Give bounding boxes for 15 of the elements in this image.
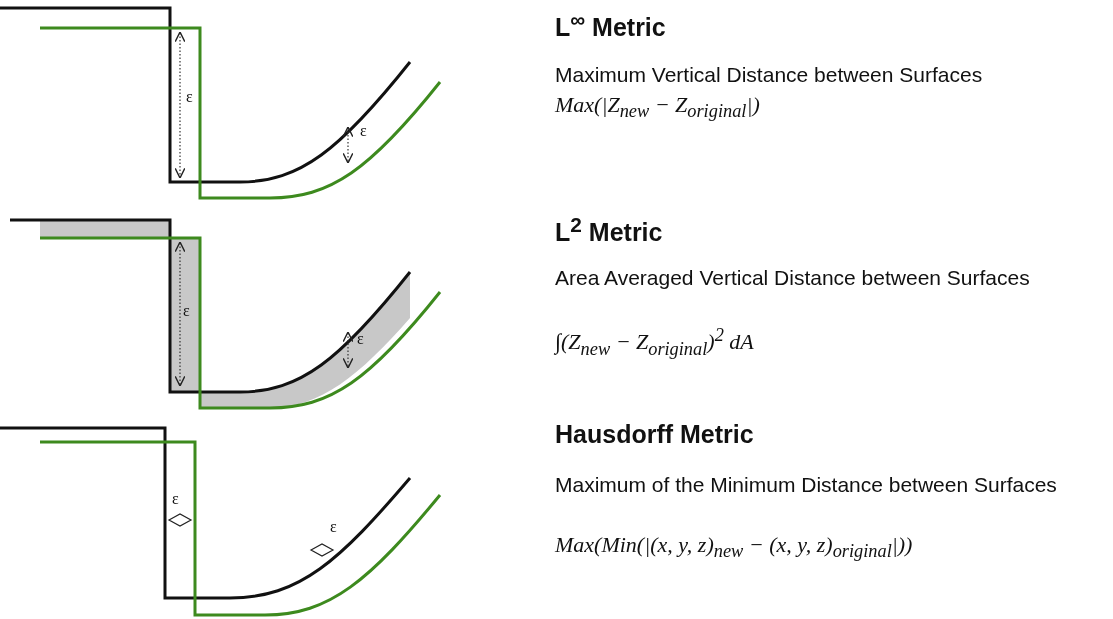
metric-formula: Max(|Z$_{new}$ − Z$_{original}$|) [555,92,760,123]
epsilon-label: ε [357,330,364,348]
metric-formula: ∫(Z$_{new}$ − Z$_{original}$)$^{2}$ dA [555,325,754,360]
metric-heading: Hausdorff Metric [555,420,754,449]
epsilon-label: ε [172,490,179,508]
metric-formula: Max(Min(|(x, y, z)$_{new}$ − (x, y, z)$_{original}$|)) [555,532,913,563]
metric-heading: L$^{∞}$ Metric [555,8,666,43]
metric-description: Maximum Vertical Distance between Surfaces [555,62,984,88]
epsilon-label: ε [360,122,367,140]
epsilon-label: ε [186,88,193,106]
metric-heading: L$^{2}$ Metric [555,213,663,248]
epsilon-label: ε [183,302,190,320]
epsilon-label: ε [330,518,337,536]
metric-description: Area Averaged Vertical Distance between Surfaces [555,265,1031,291]
metric-description: Maximum of the Minimum Distance between Surfaces [555,472,1058,498]
